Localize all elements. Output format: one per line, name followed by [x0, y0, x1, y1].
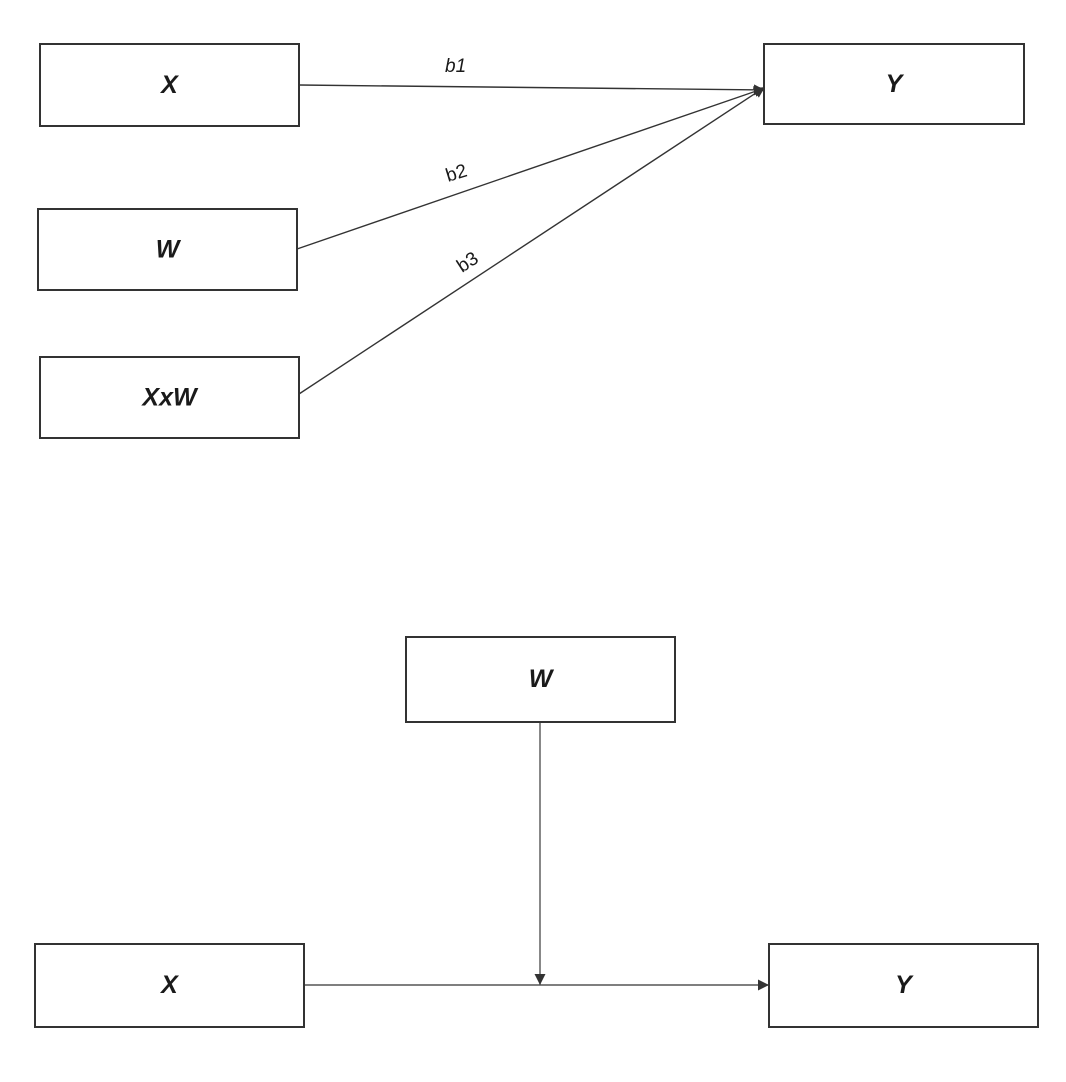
coefficient-b2-label: b2 — [443, 161, 469, 187]
node-xw: XxW — [39, 356, 300, 439]
statistical-model: b1 b2 b3 X W XxW Y — [37, 43, 1025, 439]
conceptual-node-y-box — [768, 943, 1039, 1028]
conceptual-node-y: Y — [768, 943, 1039, 1028]
node-w: W — [37, 208, 298, 291]
conceptual-node-x-box — [34, 943, 305, 1028]
conceptual-node-w: W — [405, 636, 676, 723]
node-xw-box — [39, 356, 300, 439]
node-y: Y — [763, 43, 1025, 125]
node-x-label: X — [159, 71, 179, 99]
path-w-to-y — [296, 86, 766, 250]
conceptual-node-x-label: X — [159, 971, 179, 999]
conceptual-node-w-box — [405, 636, 676, 723]
coefficient-b1-label: b1 — [445, 56, 466, 77]
node-x: X — [39, 43, 300, 127]
path-xw-to-y — [298, 86, 766, 395]
node-x-box — [39, 43, 300, 127]
node-y-box — [763, 43, 1025, 125]
node-y-label: Y — [886, 70, 905, 98]
node-w-box — [37, 208, 298, 291]
conceptual-node-w-label: W — [529, 665, 555, 693]
path-x-to-y — [298, 84, 766, 96]
node-w-label: W — [156, 236, 182, 264]
conceptual-node-x: X — [34, 943, 305, 1028]
node-xw-label: XxW — [140, 384, 199, 412]
conceptual-node-y-label: Y — [895, 971, 914, 999]
coefficient-b3-label: b3 — [453, 248, 482, 277]
conceptual-model: W X Y — [34, 636, 1039, 1028]
